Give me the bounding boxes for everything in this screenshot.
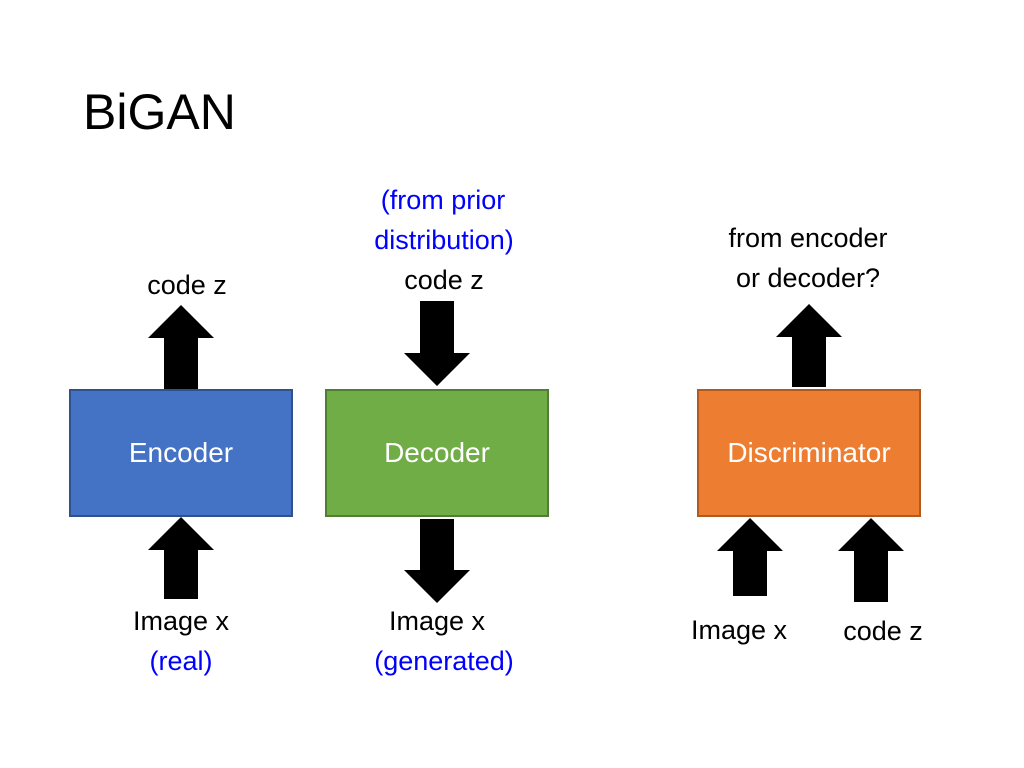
- encoder-input-label: Image x: [132, 606, 230, 636]
- discriminator-output-line2: or decoder?: [735, 263, 881, 293]
- decoder-label: Decoder: [384, 437, 490, 468]
- decoder-prior-note-line2: distribution): [374, 225, 514, 255]
- decoder-output-arrow-icon: [404, 519, 470, 603]
- decoder-input-label: code z: [404, 265, 484, 295]
- encoder-label: Encoder: [128, 437, 234, 468]
- decoder-box: Decoder: [325, 389, 549, 517]
- discriminator-box: Discriminator: [697, 389, 921, 517]
- discriminator-label: Discriminator: [727, 437, 891, 468]
- discriminator-image-input-label: Image x: [690, 615, 788, 645]
- decoder-output-note: (generated): [374, 646, 514, 676]
- decoder-output-label: Image x: [388, 606, 486, 636]
- decoder-input-arrow-icon: [404, 301, 470, 386]
- decoder-prior-note-line1: (from prior: [380, 185, 506, 215]
- discriminator-code-input-label: code z: [843, 616, 923, 646]
- encoder-box: Encoder: [69, 389, 293, 517]
- encoder-input-note: (real): [149, 646, 213, 676]
- discriminator-output-arrow-icon: [776, 304, 842, 387]
- discriminator-output-line1: from encoder: [728, 223, 888, 253]
- page-title: BiGAN: [83, 84, 236, 140]
- encoder-output-arrow-icon: [148, 305, 214, 389]
- discriminator-code-input-arrow-icon: [838, 518, 904, 602]
- encoder-output-label: code z: [147, 270, 227, 300]
- encoder-input-arrow-icon: [148, 517, 214, 599]
- discriminator-image-input-arrow-icon: [717, 518, 783, 596]
